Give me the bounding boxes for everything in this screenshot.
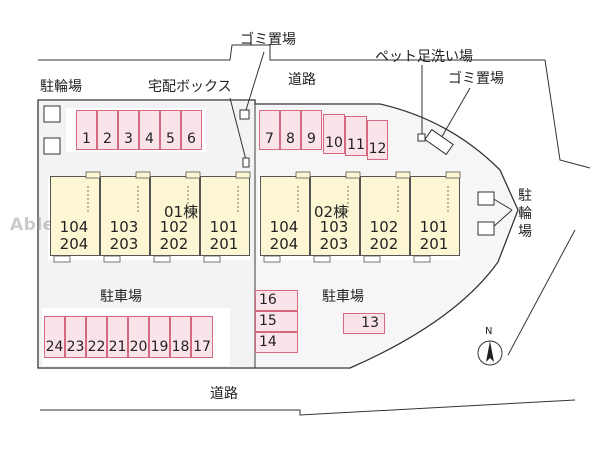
parking-stall: 15 [255, 311, 298, 332]
leader-garbage-right [439, 87, 471, 141]
parking-stall: 20 [128, 316, 149, 358]
label-road-top: 道路 [288, 72, 316, 88]
label-bike-left: 駐輪場 [40, 79, 82, 95]
property-outline [37, 99, 519, 369]
garbage-box-right [424, 128, 454, 156]
label-bike-right: 駐 輪 場 [518, 188, 532, 240]
pet-wash-box [417, 133, 426, 142]
parking-stall: 5 [160, 110, 181, 150]
parking-stall: 11 [345, 116, 367, 156]
leader-delivery-box [229, 97, 247, 161]
road-edge-top [38, 44, 545, 61]
parking-stall: 12 [367, 120, 388, 160]
label-delivery-box: 宅配ボックス [148, 79, 232, 95]
parking-stall: 19 [149, 316, 170, 358]
bike-rack-right-2 [477, 221, 495, 236]
north-label: N [485, 326, 493, 337]
parking-stall: 17 [191, 316, 213, 358]
parking-stall: 2 [97, 110, 118, 150]
delivery-box-top [239, 109, 250, 120]
label-road-bottom: 道路 [210, 386, 238, 402]
leader-bike-right [491, 197, 513, 211]
parking-stall: 18 [170, 316, 191, 358]
road-edge-bottom [40, 399, 576, 416]
parking-stall: 6 [181, 110, 202, 150]
parking-stall: 21 [107, 316, 128, 358]
label-parking-left: 駐車場 [100, 289, 142, 305]
parking-stall: 4 [139, 110, 160, 150]
parking-stall: 10 [323, 114, 345, 154]
parking-stall: 1 [76, 110, 97, 150]
label-parking-right: 駐車場 [322, 289, 364, 305]
parking-stall: 9 [301, 110, 322, 150]
label-pet-wash: ペット足洗い場 [375, 49, 473, 65]
parking-stall: 14 [255, 332, 298, 353]
parking-stall: 3 [118, 110, 139, 150]
parking-stall: 13 [343, 313, 385, 334]
delivery-box [242, 157, 250, 168]
label-garbage-right: ゴミ置場 [448, 71, 504, 87]
parking-stall: 23 [65, 316, 86, 358]
leader-garbage-top [245, 51, 265, 111]
bike-rack-right-1 [477, 191, 495, 206]
parking-stall: 22 [86, 316, 107, 358]
bike-rack-left-1 [43, 105, 61, 123]
parking-stall: 8 [280, 110, 301, 150]
parking-stall: 16 [255, 290, 298, 311]
label-garbage-top: ゴミ置場 [240, 32, 296, 48]
road-edge-right-lower [507, 229, 576, 356]
leader-bike-right-2 [491, 209, 513, 229]
bike-rack-left-2 [43, 137, 61, 155]
parking-stall: 24 [44, 316, 65, 358]
north-arrow-needle [486, 341, 494, 362]
parking-stall: 7 [259, 110, 280, 150]
road-edge-right [544, 59, 591, 169]
